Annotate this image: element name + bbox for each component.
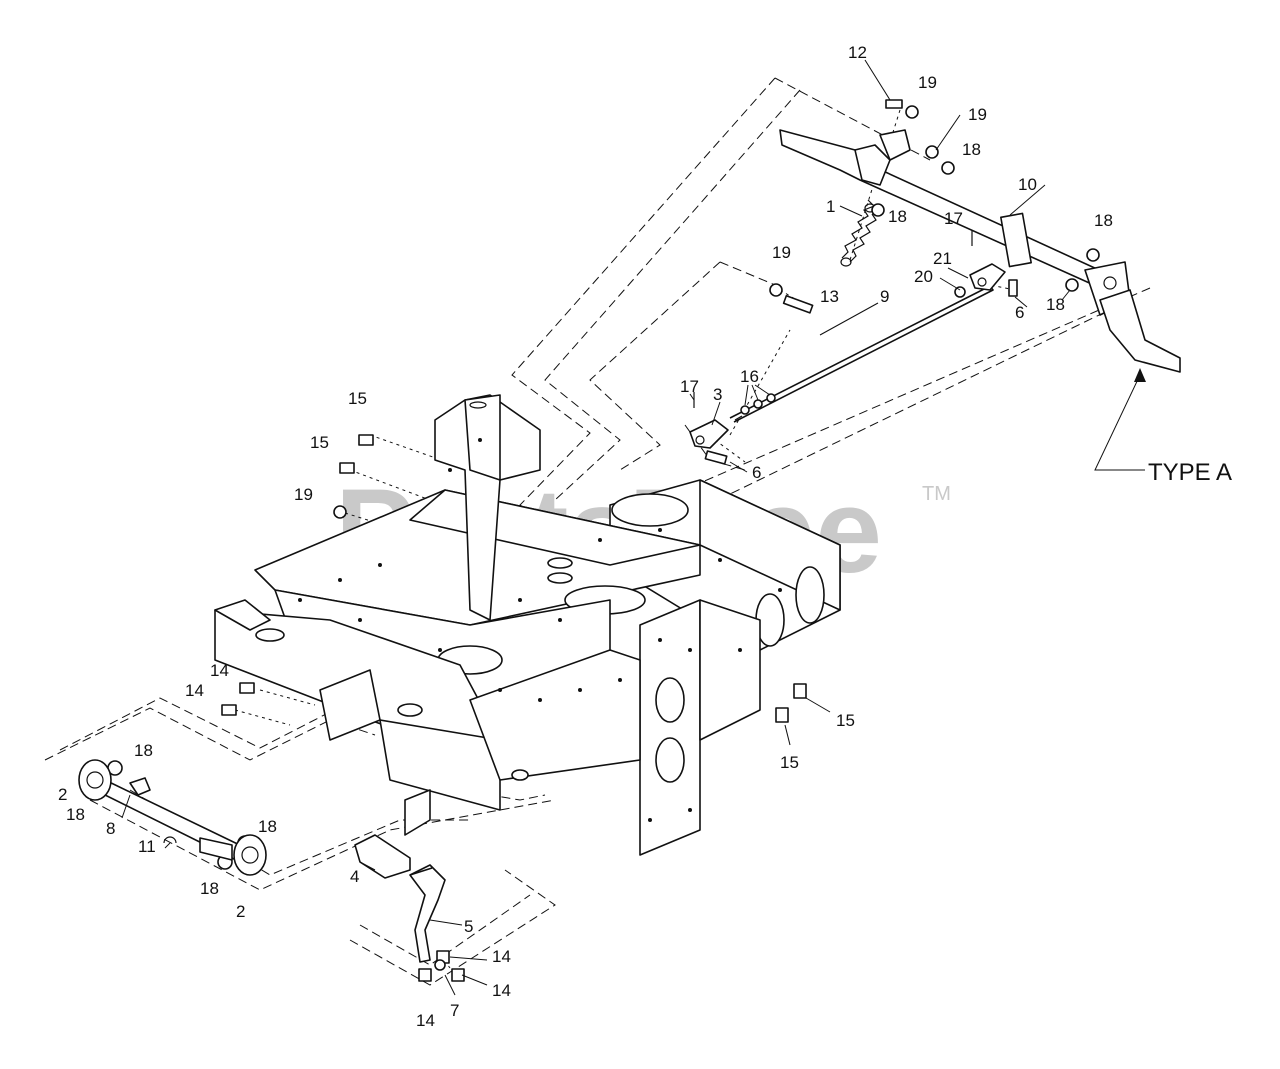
callout-18: 18 [134,741,153,760]
callout-2: 2 [236,902,245,921]
callout-4: 4 [350,867,359,886]
callout-13: 13 [820,287,839,306]
callout-18: 18 [200,879,219,898]
callout-14: 14 [492,947,511,966]
callout-19: 19 [772,243,791,262]
pedal-arm [354,789,446,963]
callout-15: 15 [836,711,855,730]
callout-7: 7 [450,1001,459,1020]
frame-holes [298,438,782,822]
callout-20: 20 [914,267,933,286]
callout-21: 21 [933,249,952,268]
pivot-shaft-8 [78,759,267,876]
callout-18: 18 [888,207,907,226]
callout-15: 15 [310,433,329,452]
callout-17: 17 [944,209,963,228]
callout-15: 15 [348,389,367,408]
callout-14: 14 [492,981,511,1000]
callout-18: 18 [258,817,277,836]
callout-18: 18 [66,805,85,824]
callout-14: 14 [185,681,204,700]
callout-16: 16 [740,367,759,386]
callout-6: 6 [1015,303,1024,322]
callout-14: 14 [210,661,229,680]
callout-5: 5 [464,917,473,936]
callout-8: 8 [106,819,115,838]
callout-11: 11 [138,837,156,856]
callout-18: 18 [962,140,981,159]
callout-10: 10 [1018,175,1037,194]
spring-1 [840,199,877,267]
callout-18: 18 [1046,295,1065,314]
callouts: 12 19 19 18 10 1 18 17 18 21 19 20 13 9 … [58,43,1113,1030]
callout-1: 1 [826,197,835,216]
watermark-tm: TM [922,483,951,505]
callout-18: 18 [1094,211,1113,230]
callout-17: 17 [680,377,699,396]
callout-2: 2 [58,785,67,804]
main-frame [214,394,841,856]
callout-15: 15 [780,753,799,772]
callout-19: 19 [294,485,313,504]
type-a-label: TYPE A [1148,459,1232,486]
callout-14: 14 [416,1011,435,1030]
callout-6: 6 [752,463,761,482]
shaft-assembly-type-a [779,129,1181,373]
callout-19: 19 [918,73,937,92]
callout-3: 3 [713,385,722,404]
callout-19: 19 [968,105,987,124]
callout-12: 12 [848,43,867,62]
clevis-3 [689,419,729,449]
leader-lines [121,59,1146,996]
callout-9: 9 [880,287,889,306]
clevis-21 [969,263,1006,291]
